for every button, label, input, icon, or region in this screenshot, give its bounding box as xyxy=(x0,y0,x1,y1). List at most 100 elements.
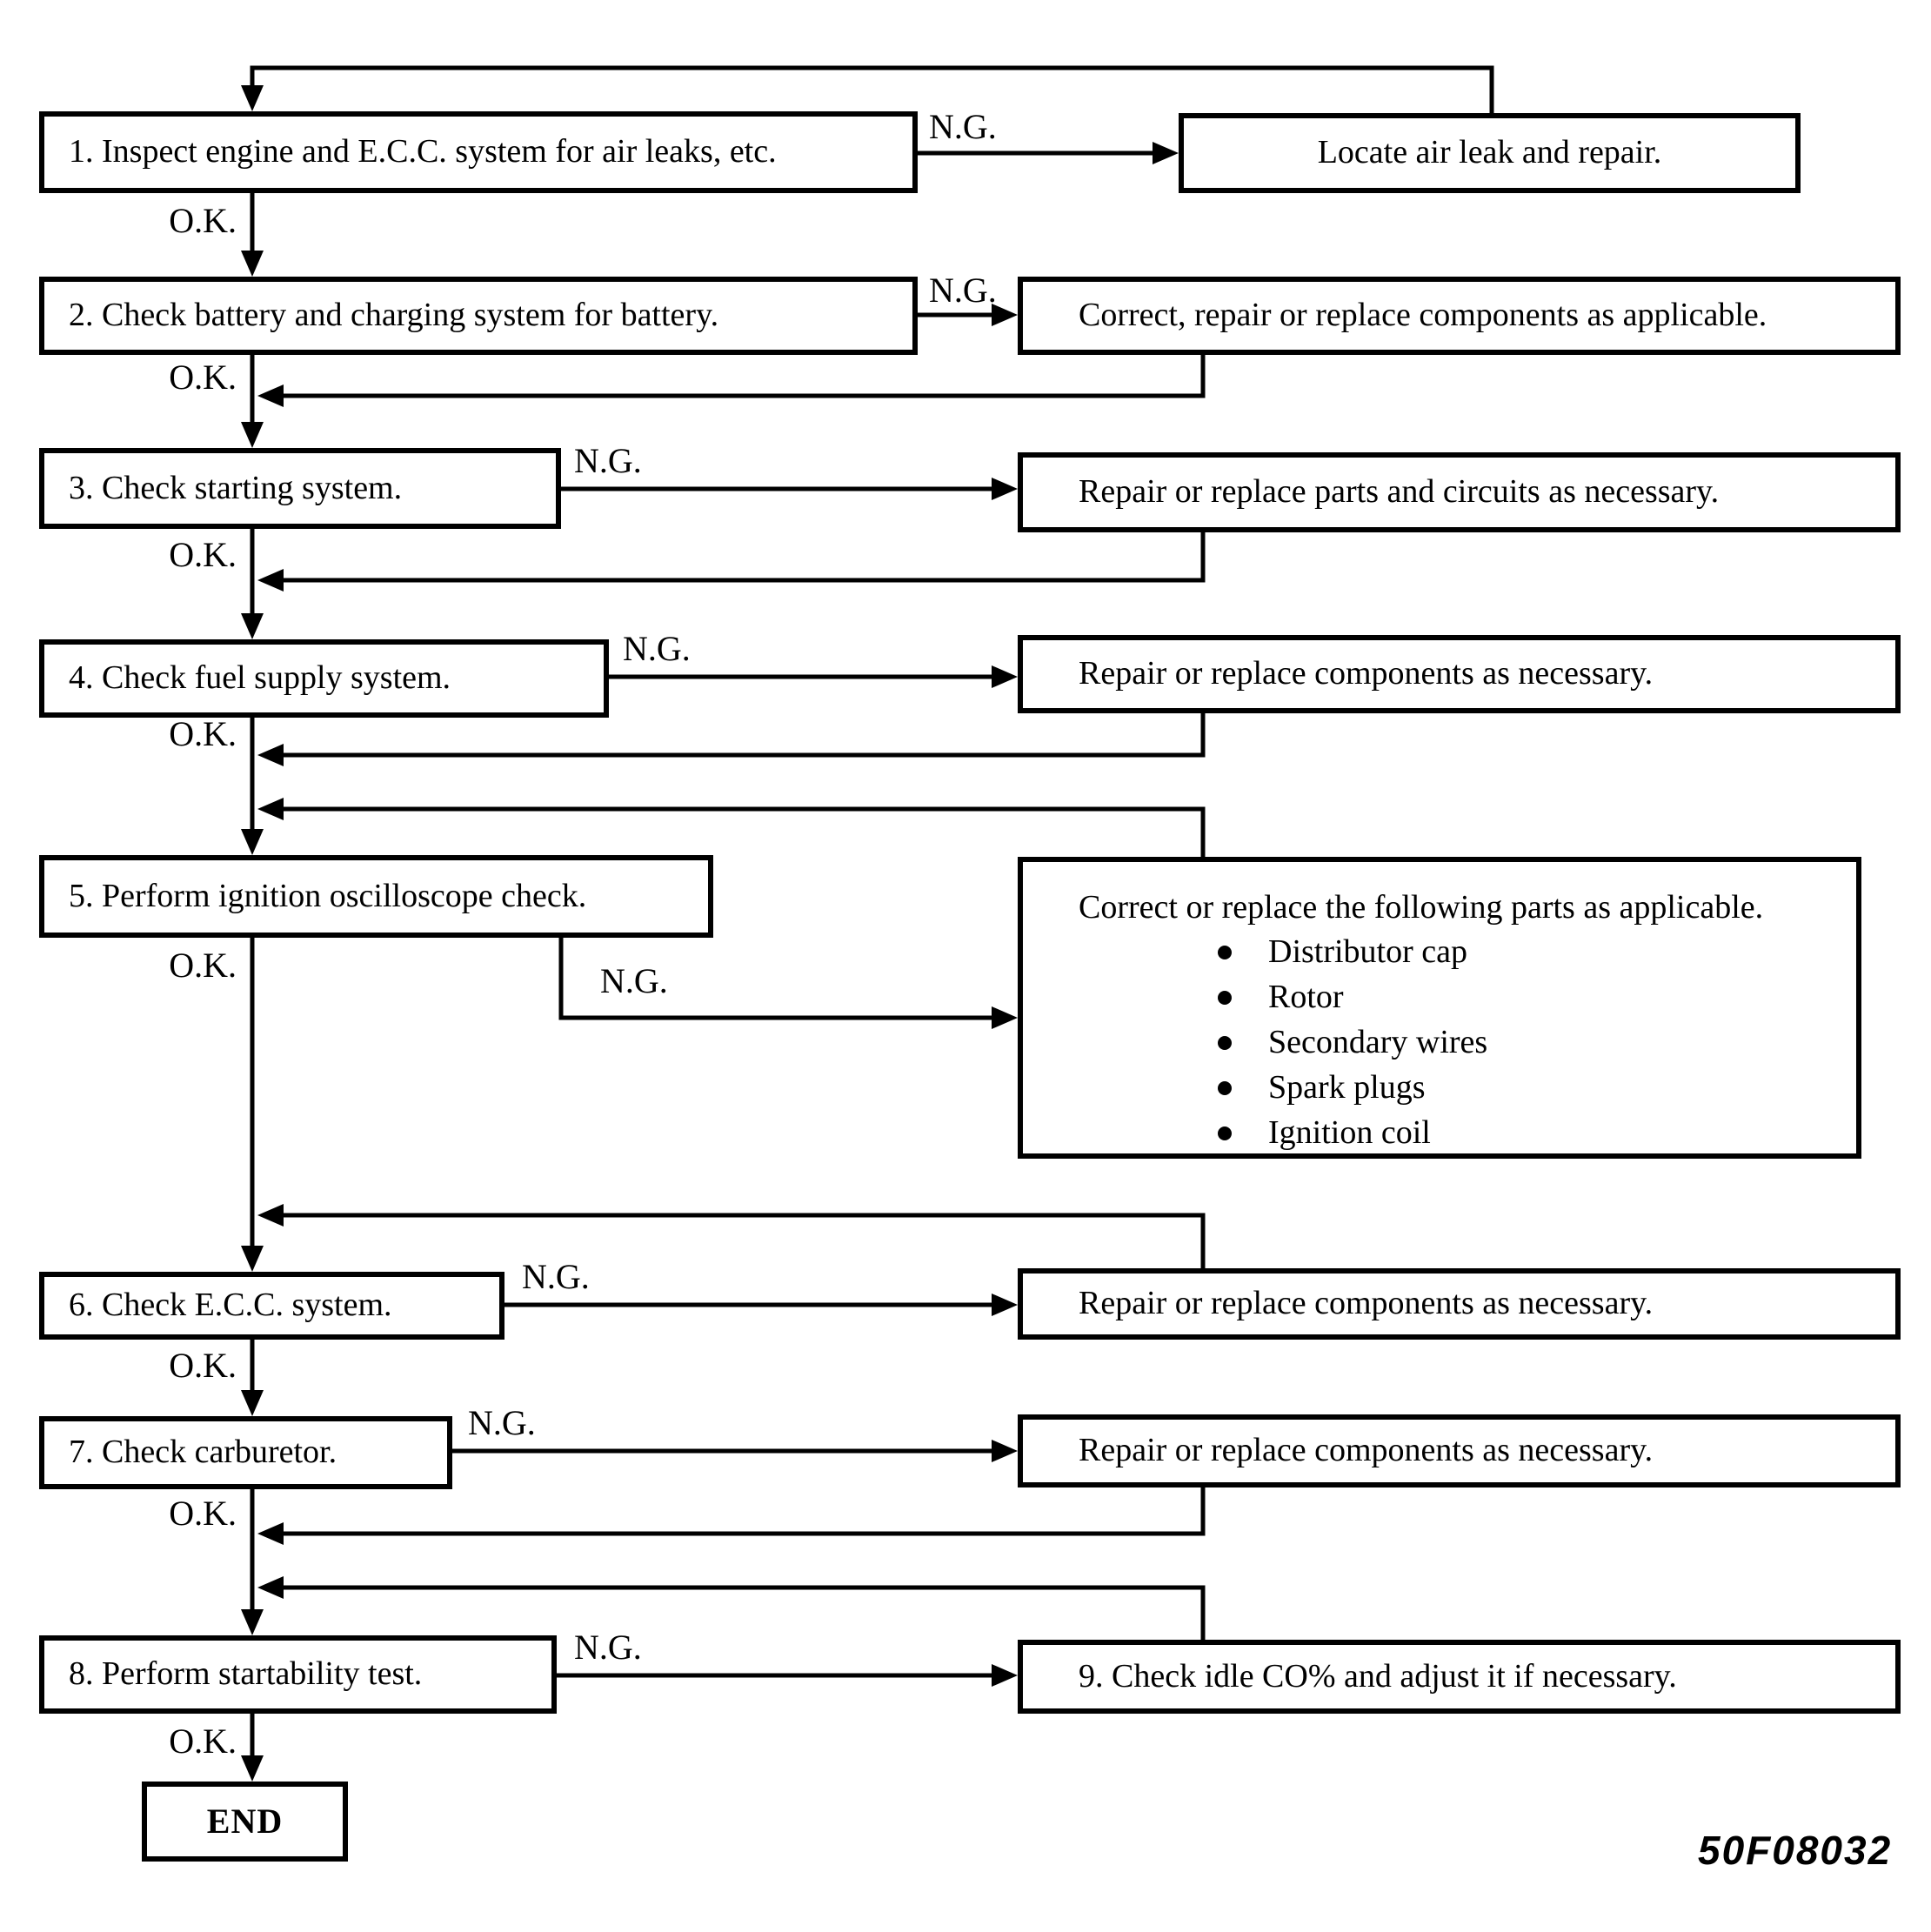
feedback-line-8 xyxy=(284,1585,1206,1640)
ng-arrowhead-1 xyxy=(1153,142,1179,164)
step-1-box: 1. Inspect engine and E.C.C. system for … xyxy=(39,111,918,193)
action-8-label: 9. Check idle CO% and adjust it if neces… xyxy=(1079,1657,1677,1695)
action-3-box: Repair or replace parts and circuits as … xyxy=(1018,452,1901,532)
ng-arrowhead-2 xyxy=(992,304,1018,326)
action-4-label: Repair or replace components as necessar… xyxy=(1079,655,1654,692)
action-6-box: Repair or replace components as necessar… xyxy=(1018,1268,1901,1340)
end-box: END xyxy=(142,1782,348,1862)
bullet-icon xyxy=(1218,946,1232,959)
flow-arrowhead-step3 xyxy=(241,422,264,448)
action-5-part-label: Rotor xyxy=(1268,979,1344,1016)
ok-label-6: O.K. xyxy=(169,1346,237,1385)
step-7-label: 7. Check carburetor. xyxy=(69,1434,337,1471)
feedback-line-6 xyxy=(284,1213,1206,1268)
step-4-label: 4. Check fuel supply system. xyxy=(69,659,451,697)
feedback-arrowhead-2 xyxy=(257,384,284,407)
action-7-box: Repair or replace components as necessar… xyxy=(1018,1414,1901,1487)
step-8-box: 8. Perform startability test. xyxy=(39,1635,557,1714)
flow-arrowhead-step7 xyxy=(241,1390,264,1416)
feedback-arrowhead-8 xyxy=(257,1576,284,1599)
flow-arrowhead-step2 xyxy=(241,251,264,277)
ng-label-2: N.G. xyxy=(929,271,997,310)
ok-label-2: O.K. xyxy=(169,358,237,397)
retry-loop-line-step1 xyxy=(250,65,1494,114)
step-6-box: 6. Check E.C.C. system. xyxy=(39,1272,504,1340)
ng-arrowhead-5 xyxy=(992,1006,1018,1029)
step-3-box: 3. Check starting system. xyxy=(39,448,561,529)
step-5-box: 5. Perform ignition oscilloscope check. xyxy=(39,855,713,938)
ok-label-1: O.K. xyxy=(169,201,237,240)
ng-label-4: N.G. xyxy=(623,629,691,668)
feedback-arrowhead-3 xyxy=(257,569,284,592)
step-5-label: 5. Perform ignition oscilloscope check. xyxy=(69,877,587,914)
feedback-line-7 xyxy=(284,1487,1206,1536)
action-5-title: Correct or replace the following parts a… xyxy=(1079,889,1764,926)
action-1-box: Locate air leak and repair. xyxy=(1179,113,1801,193)
action-4-box: Repair or replace components as necessar… xyxy=(1018,635,1901,713)
bullet-icon xyxy=(1218,1081,1232,1095)
feedback-line-3 xyxy=(284,532,1206,583)
step-3-label: 3. Check starting system. xyxy=(69,469,403,506)
action-5-part-row: Spark plugs xyxy=(1218,1069,1856,1107)
feedback-arrowhead-6 xyxy=(257,1204,284,1227)
figure-code: 50F08032 xyxy=(1698,1828,1893,1873)
bullet-icon xyxy=(1218,991,1232,1005)
action-7-label: Repair or replace components as necessar… xyxy=(1079,1432,1654,1469)
action-5-part-label: Spark plugs xyxy=(1268,1069,1426,1106)
ng-arrowhead-8 xyxy=(992,1664,1018,1687)
bullet-icon xyxy=(1218,1036,1232,1050)
flow-arrowhead-step5 xyxy=(241,829,264,855)
step-2-box: 2. Check battery and charging system for… xyxy=(39,277,918,355)
ng-arrowhead-7 xyxy=(992,1440,1018,1462)
action-8-box: 9. Check idle CO% and adjust it if neces… xyxy=(1018,1640,1901,1714)
ng-label-6: N.G. xyxy=(522,1257,590,1296)
feedback-line-2 xyxy=(284,355,1206,398)
action-5-part-label: Ignition coil xyxy=(1268,1114,1431,1152)
flow-arrowhead-step8 xyxy=(241,1609,264,1635)
flow-arrowhead-end xyxy=(241,1755,264,1782)
action-2-box: Correct, repair or replace components as… xyxy=(1018,277,1901,355)
feedback-arrowhead-7 xyxy=(257,1522,284,1545)
step-4-box: 4. Check fuel supply system. xyxy=(39,639,609,718)
action-2-label: Correct, repair or replace components as… xyxy=(1079,297,1767,334)
action-5-box: Correct or replace the following parts a… xyxy=(1018,857,1861,1159)
ng-label-8: N.G. xyxy=(574,1628,642,1667)
ok-label-5: O.K. xyxy=(169,946,237,985)
ok-label-3: O.K. xyxy=(169,535,237,574)
ng-line-5 xyxy=(558,938,993,1020)
step-1-label: 1. Inspect engine and E.C.C. system for … xyxy=(69,133,777,170)
ng-arrowhead-4 xyxy=(992,665,1018,688)
flow-arrowhead-step6 xyxy=(241,1246,264,1272)
end-label: END xyxy=(206,1802,284,1841)
ok-label-4: O.K. xyxy=(169,714,237,753)
ng-arrowhead-3 xyxy=(992,478,1018,500)
action-5-part-label: Distributor cap xyxy=(1268,933,1468,971)
step-7-box: 7. Check carburetor. xyxy=(39,1416,452,1489)
action-1-label: Locate air leak and repair. xyxy=(1317,134,1662,171)
ng-label-1: N.G. xyxy=(929,107,997,146)
action-5-part-row: Distributor cap xyxy=(1218,933,1856,972)
ok-label-7: O.K. xyxy=(169,1494,237,1533)
action-5-part-row: Rotor xyxy=(1218,979,1856,1017)
feedback-arrowhead-4 xyxy=(257,744,284,766)
action-6-label: Repair or replace components as necessar… xyxy=(1079,1285,1654,1322)
bullet-icon xyxy=(1218,1126,1232,1140)
feedback-arrowhead-5 xyxy=(257,798,284,820)
action-5-part-label: Secondary wires xyxy=(1268,1024,1488,1061)
action-5-part-row: Secondary wires xyxy=(1218,1024,1856,1062)
ng-label-7: N.G. xyxy=(468,1403,536,1442)
ng-arrowhead-6 xyxy=(992,1294,1018,1316)
feedback-line-5 xyxy=(284,806,1206,857)
flow-arrowhead-step1 xyxy=(241,85,264,111)
flow-arrowhead-step4 xyxy=(241,613,264,639)
ok-label-8: O.K. xyxy=(169,1721,237,1761)
action-5-part-row: Ignition coil xyxy=(1218,1114,1856,1153)
step-8-label: 8. Perform startability test. xyxy=(69,1655,423,1693)
step-6-label: 6. Check E.C.C. system. xyxy=(69,1287,392,1324)
action-3-label: Repair or replace parts and circuits as … xyxy=(1079,473,1720,511)
step-2-label: 2. Check battery and charging system for… xyxy=(69,297,719,334)
ng-label-3: N.G. xyxy=(574,441,642,480)
ng-label-5: N.G. xyxy=(600,961,668,1000)
